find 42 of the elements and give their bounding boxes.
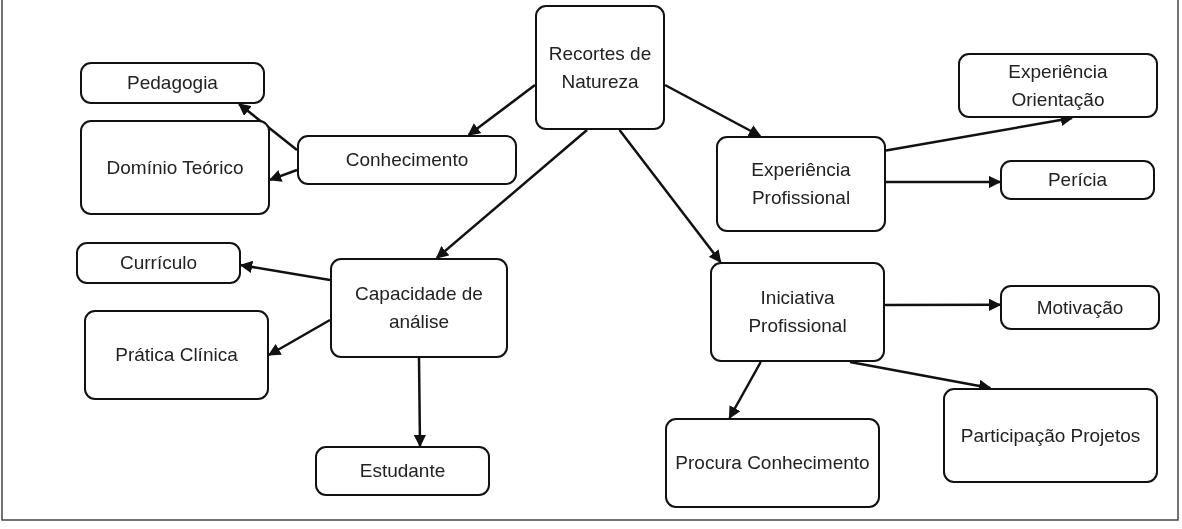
arrow — [267, 318, 331, 357]
concept-label: Experiência Profissional — [750, 158, 852, 210]
concept-label: Recortes de Natureza — [547, 41, 653, 94]
concept-box — [716, 136, 886, 232]
concept-label: Estudante — [359, 459, 446, 484]
concept-label: Pedagogia — [127, 71, 218, 96]
concept-box — [76, 242, 241, 284]
concept-label: Domínio Teórico — [106, 155, 244, 180]
concept-box — [315, 446, 490, 496]
concept-label: Currículo — [119, 251, 198, 276]
concept-box — [84, 310, 269, 400]
arrow — [268, 168, 298, 182]
arrow — [413, 358, 427, 448]
concept-label: Experiência Orientação — [1007, 59, 1109, 112]
concept-box — [80, 62, 265, 104]
arrow — [728, 361, 762, 420]
arrow — [618, 129, 722, 263]
arrow — [239, 260, 331, 282]
concept-box — [710, 262, 885, 362]
arrow — [885, 298, 1002, 312]
concept-box — [330, 258, 508, 358]
concept-label: Participação Projetos — [960, 423, 1141, 448]
concept-label: Procura Conhecimento — [675, 451, 870, 476]
concept-box — [665, 418, 880, 508]
concept-label: Perícia — [1047, 168, 1108, 193]
concept-box — [1000, 160, 1155, 200]
concept-box — [943, 388, 1158, 483]
arrow — [467, 84, 536, 136]
concept-label: Prática Clínica — [115, 343, 238, 368]
concept-box — [958, 53, 1158, 118]
concept-label: Motivação — [1036, 295, 1124, 320]
concept-box — [1000, 285, 1160, 330]
arrow — [664, 83, 762, 138]
concept-label: Capacidade de análise — [354, 282, 484, 334]
concept-box — [535, 5, 665, 130]
concept-label: Iniciativa Profissional — [747, 286, 848, 338]
arrow — [886, 175, 1002, 189]
arrow — [238, 103, 298, 151]
concept-label: Conhecimento — [345, 148, 469, 173]
concept-box — [80, 120, 270, 215]
arrow — [435, 129, 588, 259]
concept-box — [297, 135, 517, 185]
